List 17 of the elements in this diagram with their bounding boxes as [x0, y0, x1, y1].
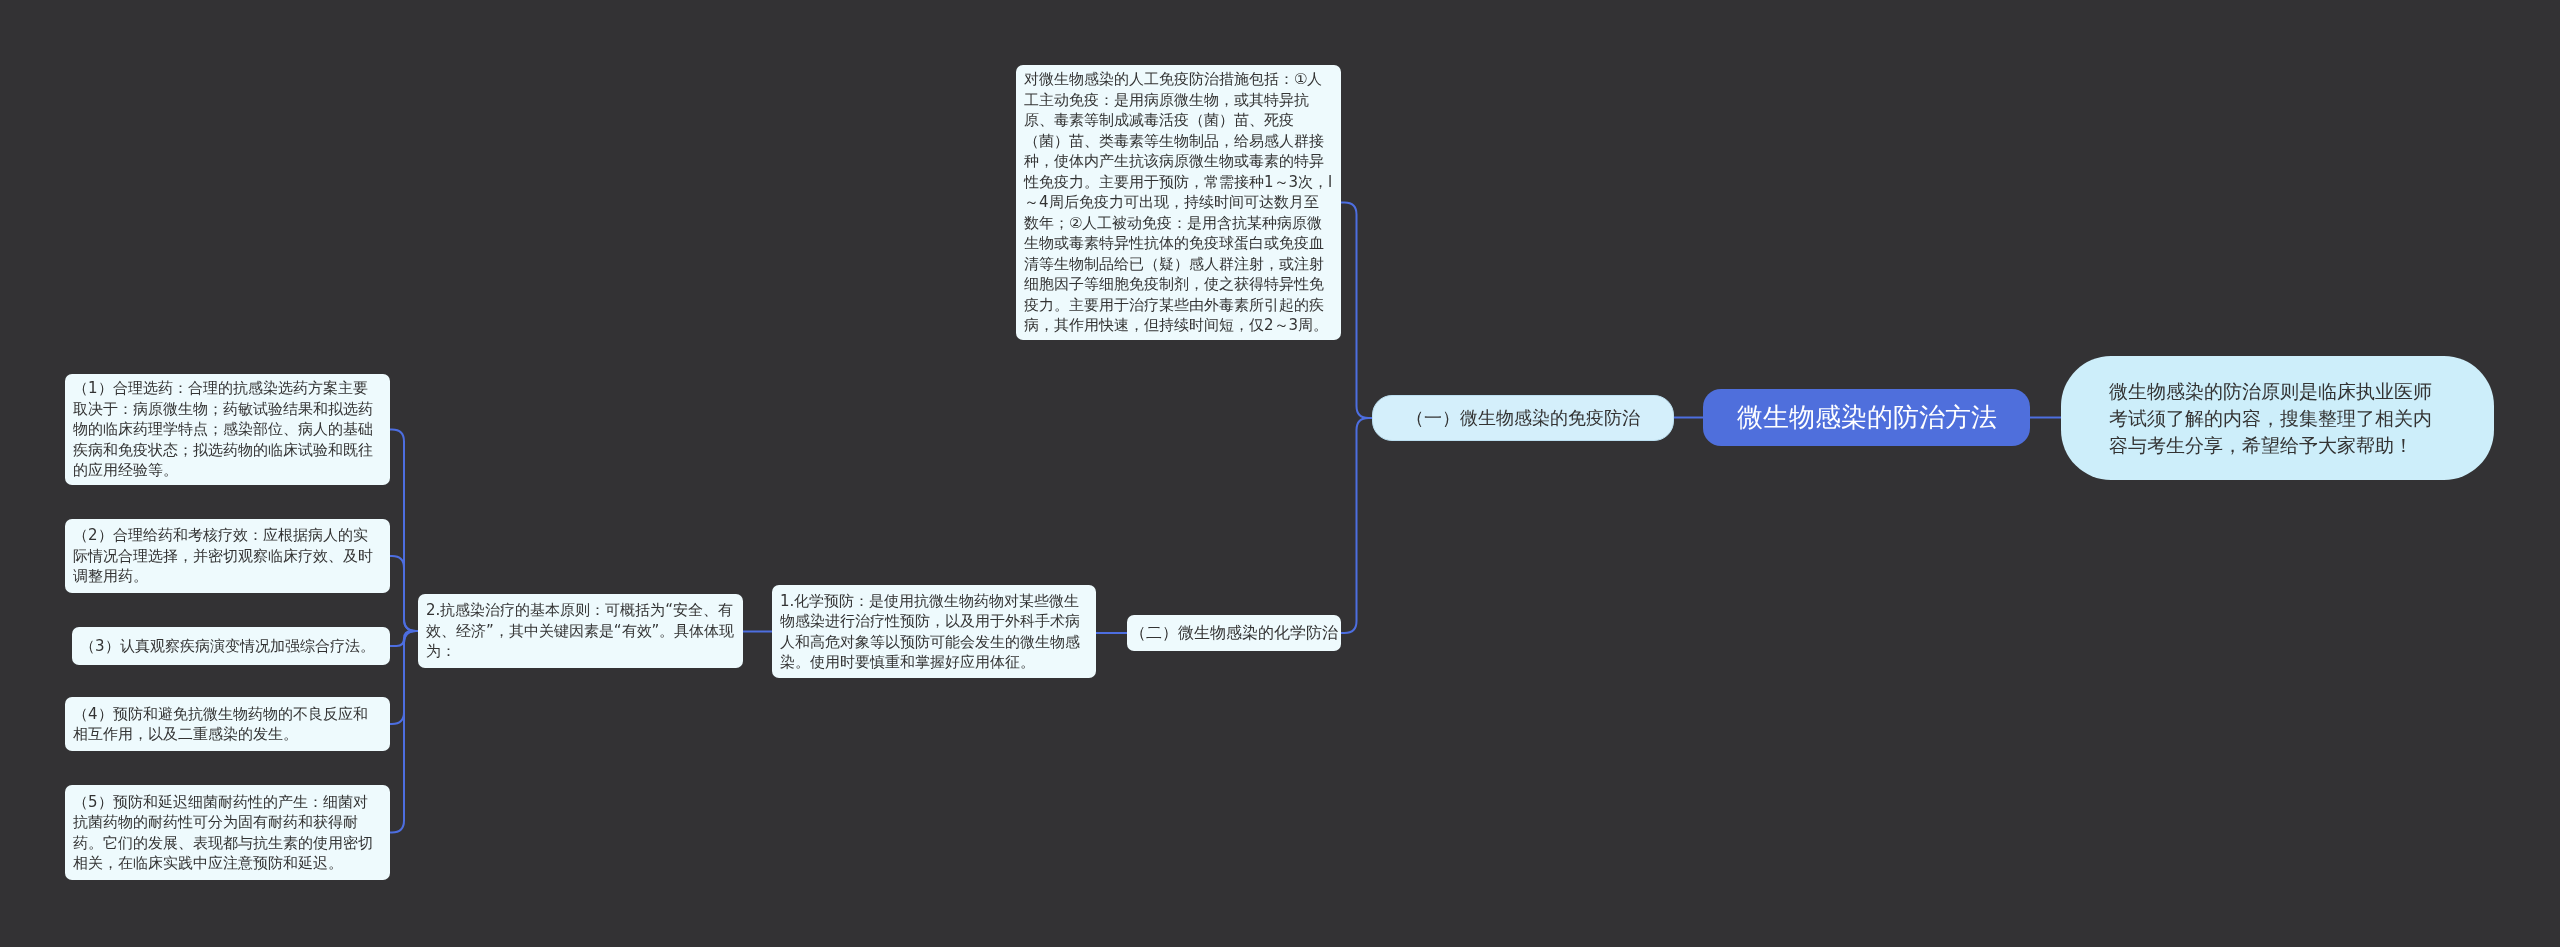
note-bubble: 微生物感染的防治原则是临床执业医师考试须了解的内容，搜集整理了相关内容与考生分享，希望给予大家帮助！: [2061, 356, 2494, 480]
text-card: （4）预防和避免抗微生物药物的不良反应和相互作用，以及二重感染的发生。: [65, 697, 390, 751]
topic-pill: （一）微生物感染的免疫防治: [1372, 395, 1674, 441]
connector-line: [742, 630, 773, 633]
text-card: 2.抗感染治疗的基本原则：可概括为“安全、有效、经济”，其中关键因素是“有效”。具体体现为：: [418, 594, 743, 668]
connector-line: [1673, 416, 1704, 419]
text-card: （5）预防和延迟细菌耐药性的产生：细菌对抗菌药物的耐药性可分为固有耐药和获得耐药。它们的发展、表现都与抗生素的使用密切相关，在临床实践中应注意预防和延迟。: [65, 785, 390, 880]
text-card: （3）认真观察疾病演变情况加强综合疗法。: [72, 627, 390, 665]
connector-line: [1095, 632, 1128, 634]
text-card: （1）合理选药：合理的抗感染选药方案主要取决于：病原微生物；药敏试验结果和拟选药物的临床药理学特点；感染部位、病人的基础疾病和免疫状态；拟选药物的临床试验和既往的应用经验等。: [65, 374, 390, 485]
text-card: 对微生物感染的人工免疫防治措施包括：①人工主动免疫：是用病原微生物，或其特异抗原、毒素等制成减毒活疫（菌）苗、死疫（菌）苗、类毒素等生物制品，给易感人群接种，使体内产生抗该病原微生物或毒素的特异性免疫力。主要用于预防，常需接种1～3次，l～4周后免疫力可出现，持续时间可达数月至数年；②人工被动免疫：是用含抗某种病原微生物或毒素特异性抗体的免疫球蛋白或免疫血清等生物制品给已（疑）感人群注射，或注射细胞因子等细胞免疫制剂，使之获得特异性免疫力。主要用于治疗某些由外毒素所引起的疾病，其作用快速，但持续时间短，仅2～3周。: [1016, 65, 1341, 340]
text-card: 1.化学预防：是使用抗微生物药物对某些微生物感染进行治疗性预防，以及用于外科手术病人和高危对象等以预防可能会发生的微生物感染。使用时要慎重和掌握好应用体征。: [772, 585, 1096, 678]
central-topic: 微生物感染的防治方法: [1703, 389, 2030, 446]
connector-line: [2029, 416, 2062, 419]
text-card: （2）合理给药和考核疗效：应根据病人的实际情况合理选择，并密切观察临床疗效、及时调整用药。: [65, 519, 390, 593]
connector-line: [389, 630, 419, 834]
topic-box: （二）微生物感染的化学防治: [1127, 615, 1341, 651]
